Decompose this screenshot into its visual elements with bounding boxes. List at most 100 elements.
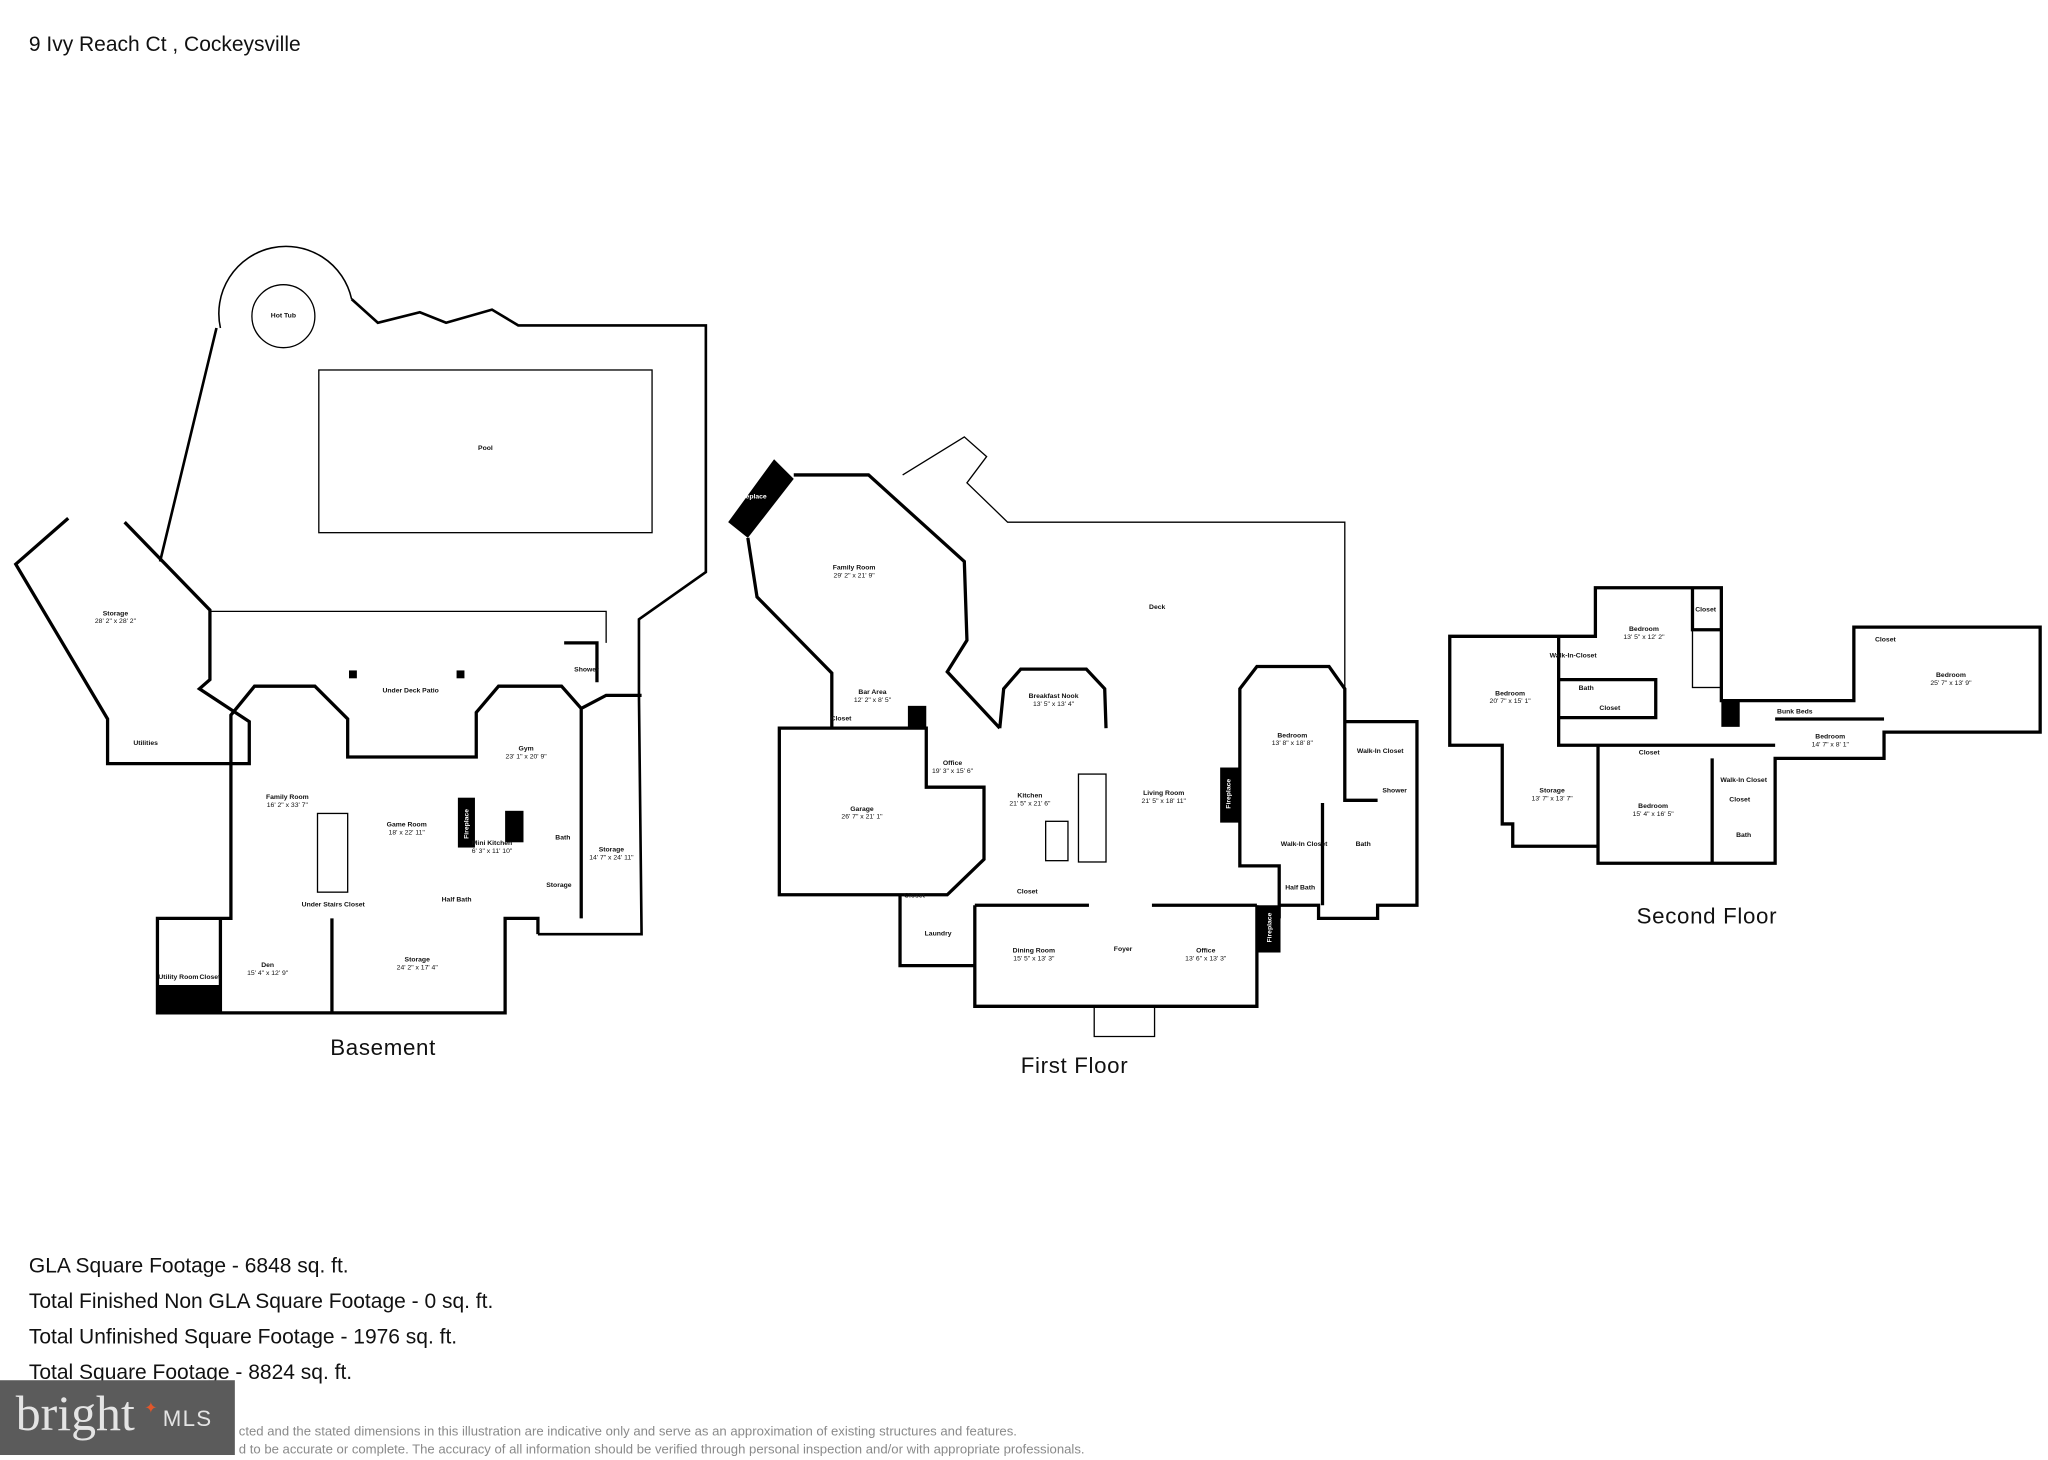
room-name: Utility Room xyxy=(158,973,199,982)
room-dimensions: 23' 1" x 20' 9" xyxy=(505,753,547,761)
bar-block xyxy=(907,705,927,729)
room-name: Breakfast Nook xyxy=(1028,692,1079,701)
room-dimensions: 20' 7" x 15' 1" xyxy=(1489,697,1531,706)
room-name: Under Stairs Closet xyxy=(301,901,365,910)
room-label: Pool xyxy=(478,445,493,453)
family-room-fireplace-block xyxy=(728,459,794,538)
disclaimer-line: cted and the stated dimensions in this i… xyxy=(238,1424,1017,1440)
room-name: Office xyxy=(1196,947,1216,956)
room-label: Under Stairs Closet xyxy=(302,901,365,909)
basement-pillar xyxy=(348,670,357,679)
room-name: Half Bath xyxy=(1285,884,1316,893)
room-dimensions: 15' 4" x 16' 5" xyxy=(1632,810,1674,819)
room-label: Closet xyxy=(200,974,221,982)
room-label: Deck xyxy=(1149,604,1165,612)
under-deck-line xyxy=(209,610,607,643)
unfinished-footage: Total Unfinished Square Footage - 1976 s… xyxy=(28,1326,458,1349)
room-name: Closet xyxy=(830,715,852,723)
room-label: Shower xyxy=(1382,787,1407,795)
total-footage: Total Square Footage - 8824 sq. ft. xyxy=(28,1361,353,1385)
room-name: Closet xyxy=(1016,888,1038,897)
room-name: Closet xyxy=(1729,796,1751,805)
basement-plan xyxy=(13,245,708,1015)
room-name: Fireplace xyxy=(463,808,472,839)
room-label: Walk-In Closet xyxy=(1720,777,1767,785)
room-name: Utilities xyxy=(133,739,158,748)
room-name: Foyer xyxy=(1113,945,1133,954)
room-label: Hot Tub xyxy=(271,312,296,320)
gym-closet-block xyxy=(505,810,524,843)
room-label: Bath xyxy=(555,834,570,842)
second-floor-label: Second Floor xyxy=(1636,903,1778,929)
room-label: Closet xyxy=(1599,705,1620,713)
hot-tub xyxy=(251,284,316,349)
room-dimensions: 26' 7" x 21' 1" xyxy=(841,813,883,822)
room-name: Walk-In Closet xyxy=(1280,840,1328,849)
room-dimensions: 16' 2" x 33' 7" xyxy=(266,801,308,810)
basement-label: Basement xyxy=(330,1035,436,1061)
room-name: Gym xyxy=(518,745,534,754)
room-dimensions: 28' 2" x 28' 2" xyxy=(94,617,137,626)
room-dimensions: 19' 3" x 15' 6" xyxy=(931,767,974,776)
room-name: Deck xyxy=(1149,603,1166,612)
room-label: Walk-In-Closet xyxy=(1550,652,1597,660)
hot-tub-surround xyxy=(218,245,353,329)
room-name: Storage xyxy=(1539,787,1565,796)
room-label: Fireplace xyxy=(1225,779,1233,809)
room-label: Fireplace xyxy=(463,809,471,839)
gla-footage: GLA Square Footage - 6848 sq. ft. xyxy=(28,1255,349,1278)
room-dimensions: 15' 4" x 12' 9" xyxy=(247,969,289,978)
room-name: Walk-In Closet xyxy=(1720,776,1767,785)
room-label: Shower xyxy=(574,666,599,674)
first-floor-label: First Floor xyxy=(1020,1053,1129,1079)
room-dimensions: 13' 6" x 13' 3" xyxy=(1185,955,1227,964)
room-label: Closet xyxy=(904,892,925,900)
room-dimensions: 21' 5" x 18' 11" xyxy=(1141,797,1186,806)
room-name: Bath xyxy=(1578,684,1594,693)
room-name: Shower xyxy=(574,666,599,675)
room-name: Half Bath xyxy=(441,896,472,904)
second-floor-plan xyxy=(1448,586,2042,865)
property-address: 9 Ivy Reach Ct , Cockeysville xyxy=(28,34,301,57)
logo-wordmark: bright xyxy=(15,1386,135,1442)
room-name: Bedroom xyxy=(1628,625,1659,634)
room-name: Bedroom xyxy=(1638,802,1669,811)
room-label: Fireplace xyxy=(1266,913,1274,943)
room-name: Storage xyxy=(598,846,625,855)
room-label: Storage xyxy=(546,882,571,890)
disclaimer-line: d to be accurate or complete. The accura… xyxy=(238,1443,1085,1458)
basement-fireplace-block xyxy=(457,797,475,848)
finished-non-gla-footage: Total Finished Non GLA Square Footage - … xyxy=(28,1291,494,1314)
room-label: Utilities xyxy=(133,740,158,748)
room-label: Walk-In Closet xyxy=(1357,748,1404,756)
room-name: Office xyxy=(942,759,963,768)
room-name: Closet xyxy=(1695,606,1717,615)
room-label: Under Deck Patio xyxy=(382,687,438,695)
pool-deck-outline xyxy=(158,298,708,936)
room-label: Bath xyxy=(1736,832,1751,840)
room-label: Half Bath xyxy=(1285,884,1315,892)
room-name: Closet xyxy=(199,973,221,982)
room-name: Game Room xyxy=(386,821,427,830)
room-dimensions: 29' 2" x 21' 9" xyxy=(833,572,875,580)
room-name: Bar Area xyxy=(858,688,887,697)
room-name: Kitchen xyxy=(1017,792,1043,801)
room-name: Bath xyxy=(555,834,571,843)
room-name: Under Deck Patio xyxy=(382,687,439,696)
room-label: Bath xyxy=(1356,841,1371,849)
second-floor-walls xyxy=(1448,586,2042,865)
room-name: Garage xyxy=(850,805,874,814)
